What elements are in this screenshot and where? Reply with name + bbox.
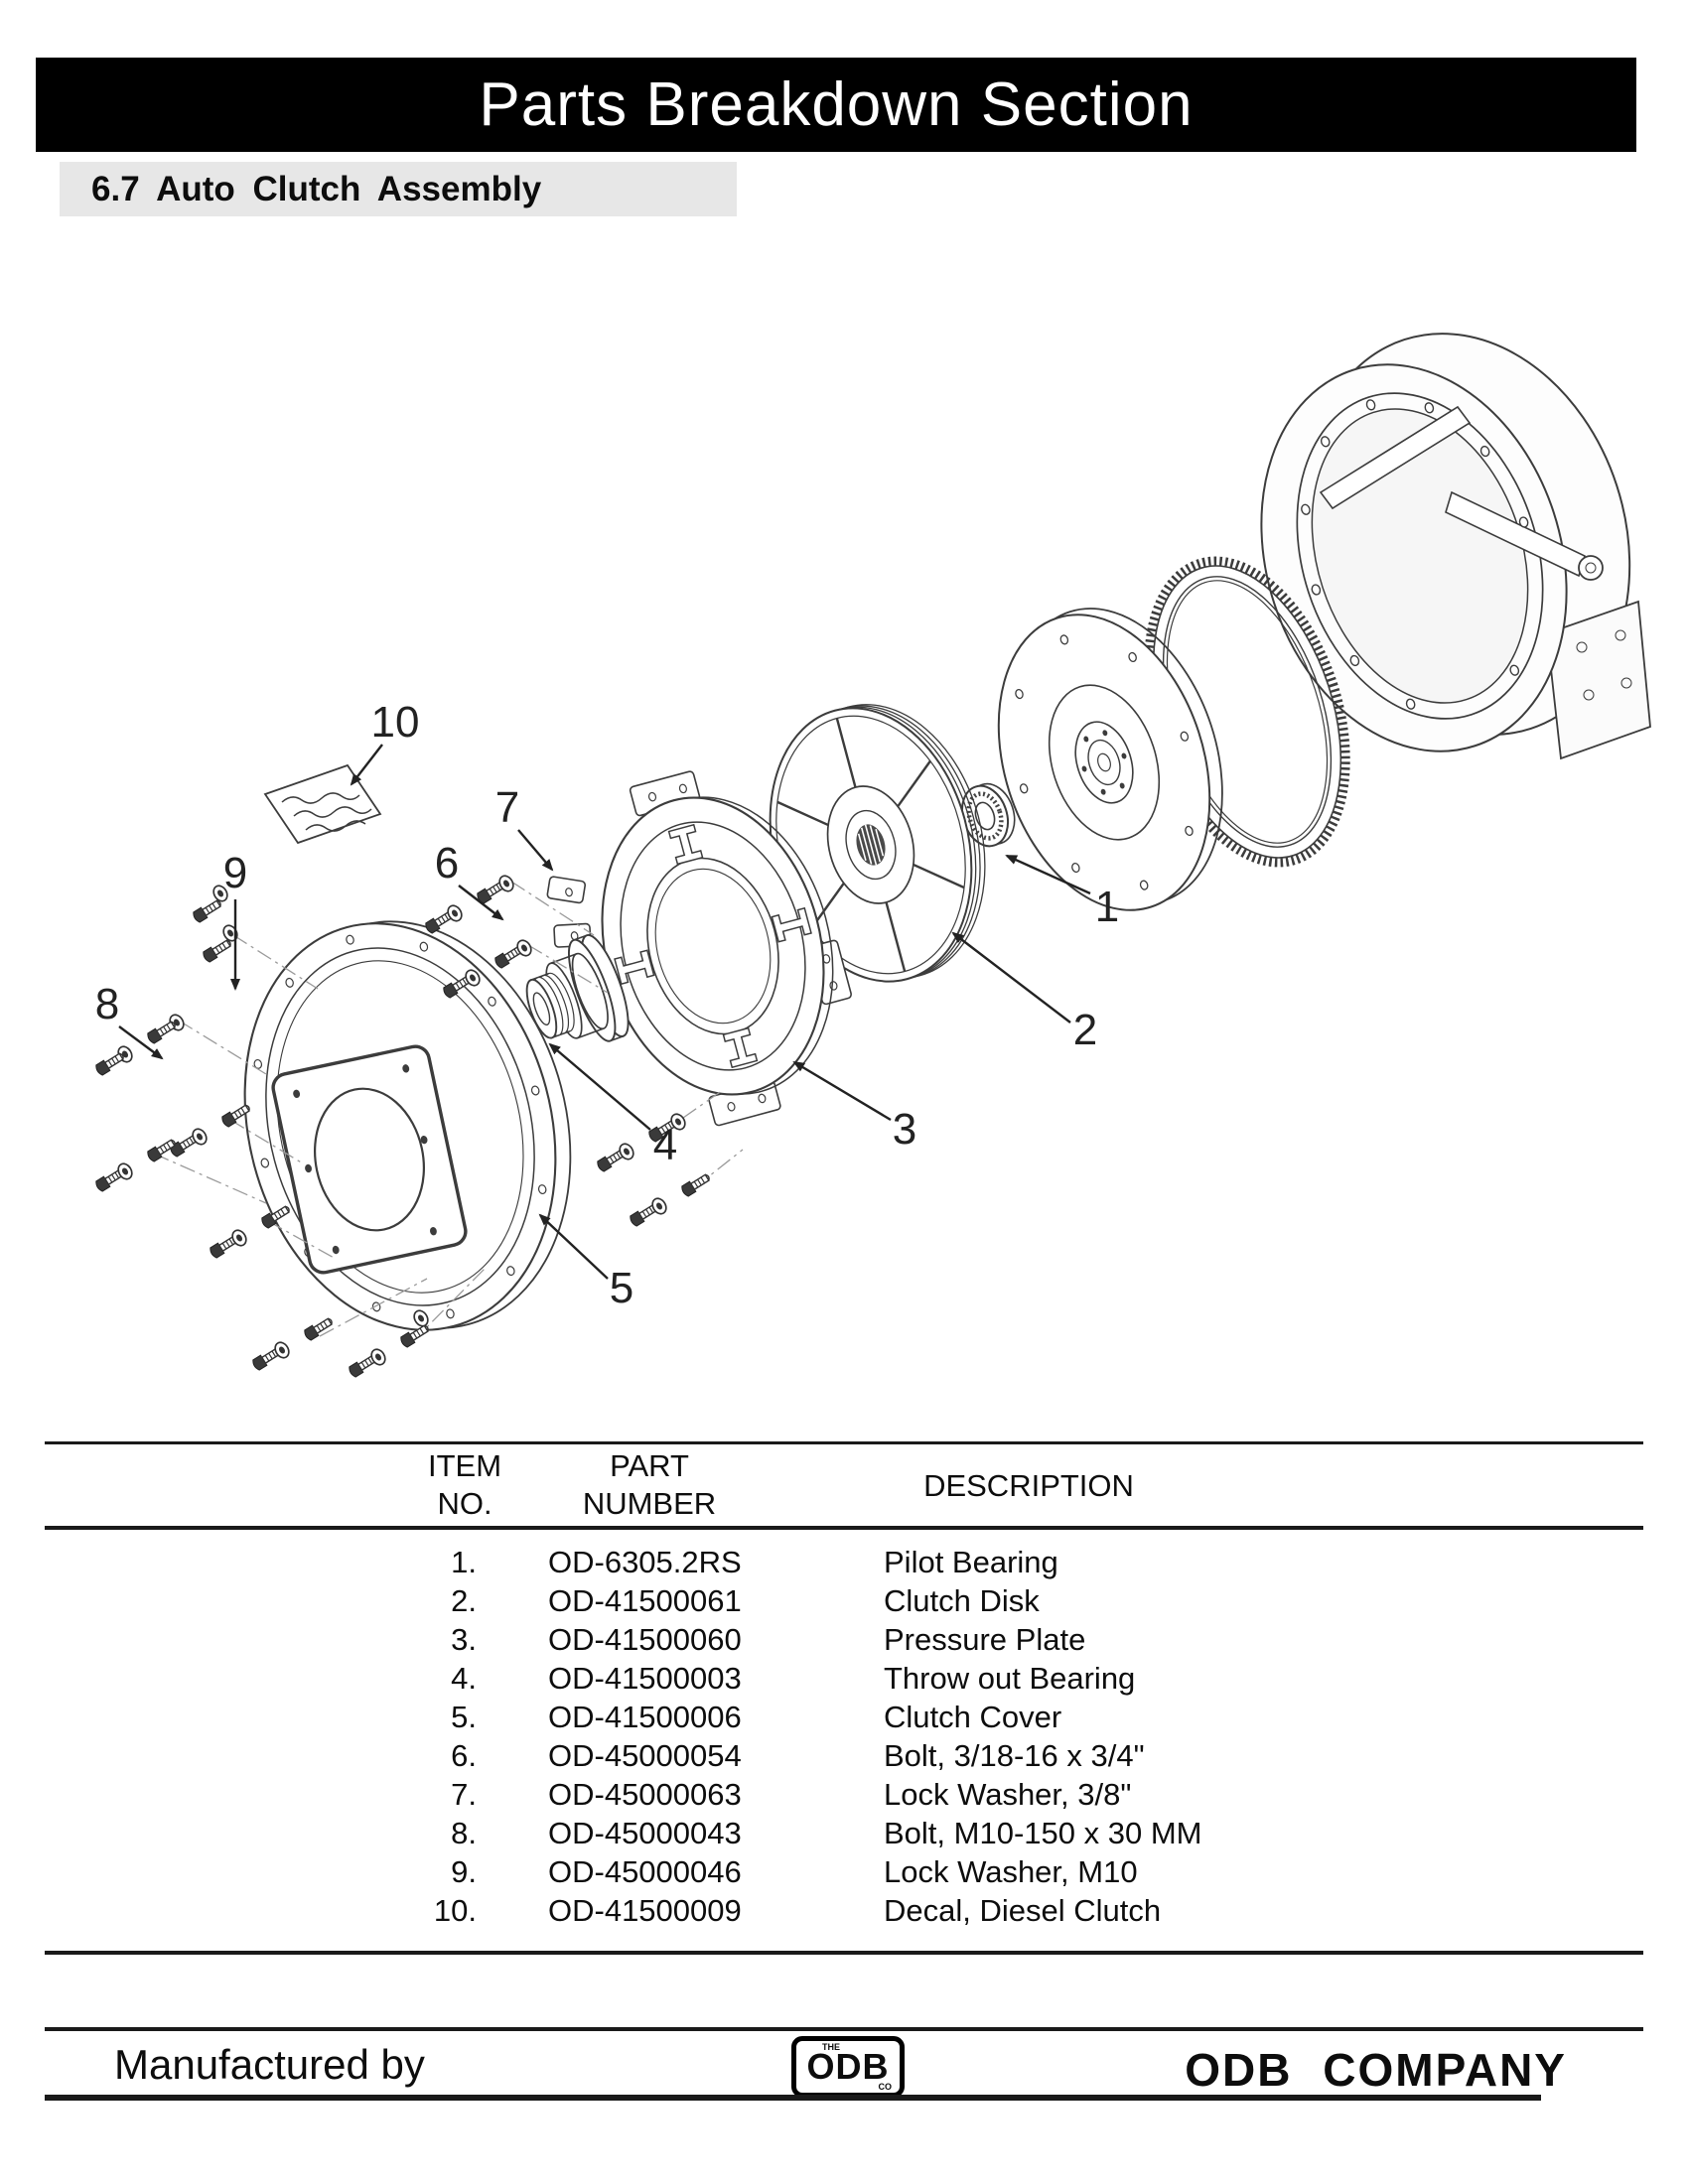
callout-7: 7: [495, 783, 519, 832]
exploded-diagram: 1 2 3 4 5 6 7 8 9 10: [93, 333, 1651, 1379]
header-bar: Parts Breakdown Section: [36, 58, 1636, 152]
footer-top-rule: [45, 2027, 1643, 2031]
callout-labels: 1 2 3 4 5 6 7 8 9 10: [95, 698, 1119, 1312]
part-description: Decal, Diesel Clutch: [884, 1893, 1162, 1928]
table-row: 2. OD-41500061 Clutch Disk: [0, 1583, 1688, 1622]
flywheel-drawing: [997, 608, 1223, 911]
parts-table-body: 1. OD-6305.2RS Pilot Bearing 2. OD-41500…: [0, 1545, 1688, 1932]
part-number: OD-45000063: [548, 1777, 742, 1812]
manufactured-by-label: Manufactured by: [114, 2041, 425, 2088]
table-row: 10. OD-41500009 Decal, Diesel Clutch: [0, 1893, 1688, 1932]
table-row: 9. OD-45000046 Lock Washer, M10: [0, 1854, 1688, 1893]
footer-bottom-rule: [45, 2095, 1541, 2101]
part-number: OD-41500060: [548, 1622, 742, 1657]
part-description: Bolt, 3/18-16 x 3/4": [884, 1738, 1145, 1773]
callout-10: 10: [371, 698, 420, 747]
bell-housing-drawing: [1260, 333, 1651, 760]
page-title: Parts Breakdown Section: [479, 70, 1194, 139]
part-description: Lock Washer, M10: [884, 1854, 1138, 1889]
callout-1: 1: [1095, 883, 1119, 931]
table-top-rule: [45, 1441, 1643, 1444]
callout-2: 2: [1073, 1006, 1097, 1054]
callout-arrows: [118, 744, 1091, 1280]
callout-3: 3: [893, 1105, 916, 1154]
item-no: 7.: [451, 1777, 477, 1812]
table-row: 8. OD-45000043 Bolt, M10-150 x 30 MM: [0, 1816, 1688, 1854]
item-no: 8.: [451, 1816, 477, 1850]
item-no: 6.: [451, 1738, 477, 1773]
callout-4: 4: [653, 1121, 677, 1169]
table-header-rule: [45, 1526, 1643, 1530]
item-no: 1.: [451, 1545, 477, 1579]
part-number: OD-41500061: [548, 1583, 742, 1618]
table-header-description: DESCRIPTION: [923, 1468, 1134, 1503]
table-row: 7. OD-45000063 Lock Washer, 3/8": [0, 1777, 1688, 1816]
part-number: OD-41500006: [548, 1700, 742, 1734]
part-description: Clutch Cover: [884, 1700, 1062, 1734]
callout-9: 9: [223, 849, 247, 897]
decal-drawing: [263, 763, 382, 845]
callout-8: 8: [95, 980, 119, 1028]
table-row: 4. OD-41500003 Throw out Bearing: [0, 1661, 1688, 1700]
table-row: 5. OD-41500006 Clutch Cover: [0, 1700, 1688, 1738]
part-description: Lock Washer, 3/8": [884, 1777, 1132, 1812]
part-number: OD-45000054: [548, 1738, 742, 1773]
item-no: 5.: [451, 1700, 477, 1734]
part-description: Pressure Plate: [884, 1622, 1086, 1657]
clutch-cover-drawing: [243, 920, 572, 1331]
odb-logo-the: THE: [822, 2042, 840, 2052]
throw-out-bearing-drawing: [525, 933, 630, 1042]
callout-5: 5: [610, 1264, 633, 1312]
part-description: Bolt, M10-150 x 30 MM: [884, 1816, 1202, 1850]
table-row: 3. OD-41500060 Pressure Plate: [0, 1622, 1688, 1661]
company-name: ODB COMPANY: [1185, 2044, 1567, 2096]
item-no: 3.: [451, 1622, 477, 1657]
section-heading: 6.7 Auto Clutch Assembly: [91, 169, 542, 208]
table-row: 6. OD-45000054 Bolt, 3/18-16 x 3/4": [0, 1738, 1688, 1777]
part-number: OD-45000046: [548, 1854, 742, 1889]
item-no: 4.: [451, 1661, 477, 1696]
callout-6: 6: [435, 839, 459, 887]
pressure-plate-drawing: [546, 770, 853, 1127]
item-no: 9.: [451, 1854, 477, 1889]
part-number: OD-41500003: [548, 1661, 742, 1696]
table-row: 1. OD-6305.2RS Pilot Bearing: [0, 1545, 1688, 1583]
table-bottom-rule: [45, 1951, 1643, 1955]
section-heading-box: 6.7 Auto Clutch Assembly: [60, 162, 737, 216]
part-description: Pilot Bearing: [884, 1545, 1058, 1579]
table-header-item-no: ITEM NO.: [427, 1448, 502, 1521]
assembly-guide-lines: [153, 881, 744, 1343]
part-number: OD-41500009: [548, 1893, 742, 1928]
odb-logo-text: ODB: [806, 2046, 890, 2087]
odb-logo: THE ODB CO: [791, 2036, 905, 2098]
item-no: 2.: [451, 1583, 477, 1618]
table-header-part-number: PART NUMBER: [582, 1448, 717, 1521]
part-number: OD-6305.2RS: [548, 1545, 742, 1579]
part-description: Throw out Bearing: [884, 1661, 1136, 1696]
item-no: 10.: [433, 1893, 477, 1928]
odb-logo-co: CO: [878, 2082, 893, 2092]
part-number: OD-45000043: [548, 1816, 742, 1850]
part-description: Clutch Disk: [884, 1583, 1040, 1618]
